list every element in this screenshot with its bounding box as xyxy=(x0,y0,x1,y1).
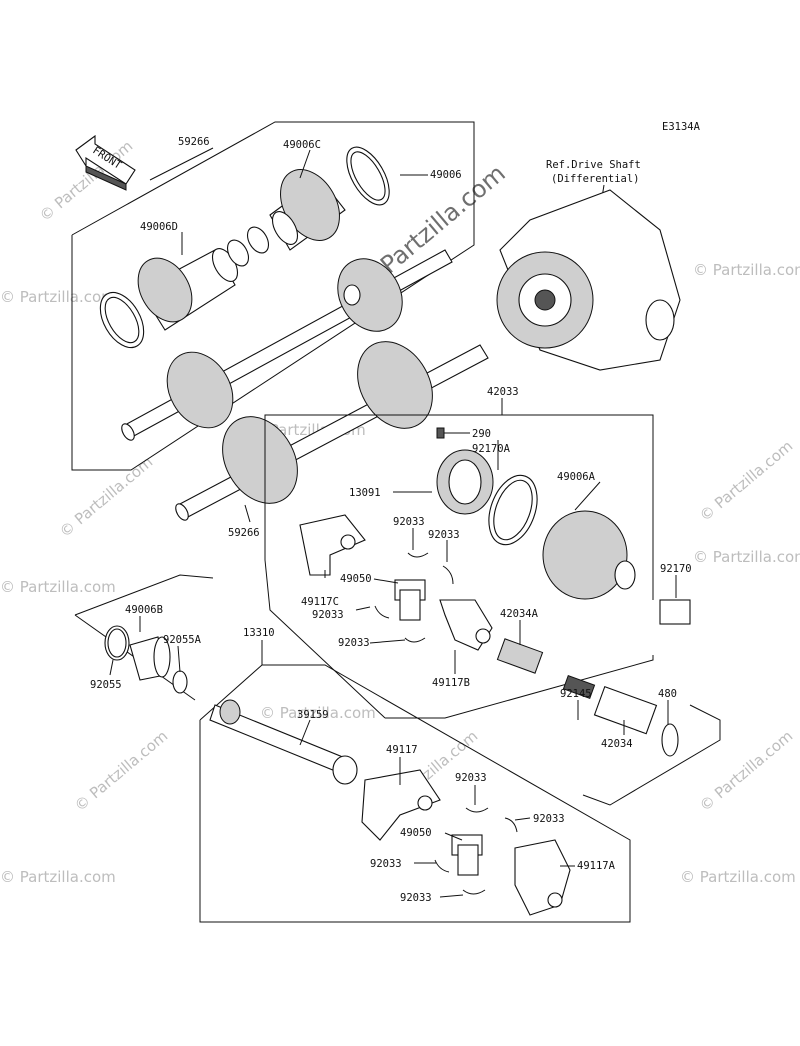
label-92033: 92033 xyxy=(338,637,370,649)
diagram-code: E3134A xyxy=(662,121,701,133)
label-13310: 13310 xyxy=(243,627,275,639)
watermark: © Partzilla.com xyxy=(0,288,116,306)
box-42034 xyxy=(582,704,721,806)
ref-title-line2: (Differential) xyxy=(551,173,640,185)
watermark: © Partzilla.com xyxy=(693,261,800,279)
box-42033 xyxy=(264,414,654,600)
leader-lines xyxy=(109,147,677,898)
watermark: © Partzilla.com xyxy=(71,727,171,815)
watermark: © Partzilla.com xyxy=(696,437,796,525)
differential-housing xyxy=(496,189,681,371)
label-92145: 92145 xyxy=(560,688,592,700)
watermark: © Partzilla.com xyxy=(693,548,800,566)
label-92033: 92033 xyxy=(393,516,425,528)
label-49050: 49050 xyxy=(340,573,372,585)
watermark: © Partzilla.com xyxy=(0,868,116,886)
box-42033-bottom xyxy=(385,655,654,719)
watermark: © Partzilla.com xyxy=(696,727,796,815)
watermark: © Partzilla.com xyxy=(0,578,116,596)
lower-box-parts xyxy=(209,699,571,916)
watermark: © Partzilla.com xyxy=(260,704,376,722)
label-92033: 92033 xyxy=(428,529,460,541)
right-box-parts xyxy=(299,427,691,757)
label-290: 290 xyxy=(472,428,491,440)
label-49117: 49117 xyxy=(386,744,418,756)
label-42034a: 42034A xyxy=(500,608,539,620)
label-92170: 92170 xyxy=(660,563,692,575)
part-labels: 59266 49006C 49006 49006D 59266 42033 29… xyxy=(90,136,692,904)
watermark: © Partzilla.com xyxy=(56,453,156,541)
label-92170a: 92170A xyxy=(472,443,511,455)
lower-shaft-assembly xyxy=(175,341,489,521)
box-49006b xyxy=(74,574,214,616)
upper-shaft-box xyxy=(71,121,475,471)
watermark: © Partzilla.com xyxy=(680,868,796,886)
label-49006b: 49006B xyxy=(125,604,163,616)
label-92033: 92033 xyxy=(370,858,402,870)
label-42034: 42034 xyxy=(601,738,633,750)
label-49117c: 49117C xyxy=(301,596,339,608)
label-92033: 92033 xyxy=(533,813,565,825)
label-49117a: 49117A xyxy=(577,860,616,872)
label-92055: 92055 xyxy=(90,679,122,691)
label-39159: 39159 xyxy=(297,709,329,721)
left-small-parts xyxy=(104,625,188,694)
label-49006: 49006 xyxy=(430,169,462,181)
label-59266-top: 59266 xyxy=(178,136,210,148)
label-92033: 92033 xyxy=(455,772,487,784)
label-49006c: 49006C xyxy=(283,139,321,151)
label-49006a: 49006A xyxy=(557,471,596,483)
upper-shaft-assembly xyxy=(99,146,453,441)
label-92033: 92033 xyxy=(312,609,344,621)
label-92033: 92033 xyxy=(400,892,432,904)
box-42033-left xyxy=(264,559,386,719)
label-13091: 13091 xyxy=(349,487,381,499)
label-42033: 42033 xyxy=(487,386,519,398)
ref-title-line1: Ref.Drive Shaft xyxy=(546,159,641,171)
label-49117b: 49117B xyxy=(432,677,470,689)
label-49006d: 49006D xyxy=(140,221,178,233)
label-92055a: 92055A xyxy=(163,634,202,646)
label-49050: 49050 xyxy=(400,827,432,839)
label-59266-bottom: 59266 xyxy=(228,527,260,539)
label-480: 480 xyxy=(658,688,677,700)
